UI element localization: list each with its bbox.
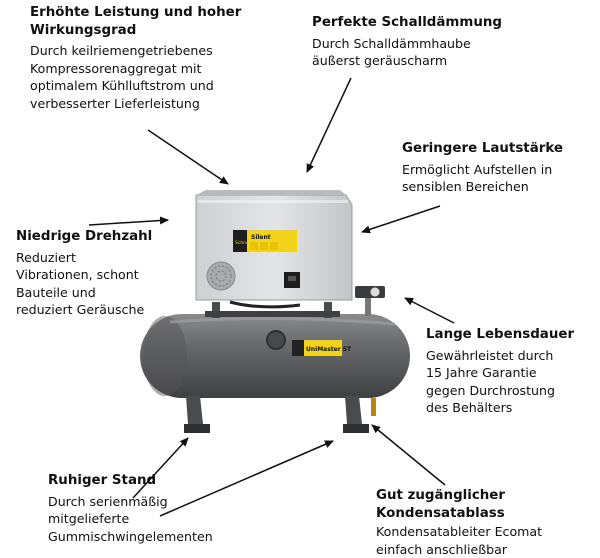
arrow-long-lifetime	[404, 297, 455, 324]
callout-title-continued: Kondensatablass	[376, 505, 505, 521]
callout-title: Gut zugänglicher	[376, 488, 505, 503]
callout-title: Geringere Lautstärke	[402, 141, 563, 156]
callout-title: Erhöhte Leistung und hoher	[30, 5, 242, 20]
sound-insulation-hood: Schneider Silent	[195, 190, 353, 301]
callout-body: Durch serienmäßig mitgelieferte Gummisch…	[48, 493, 213, 544]
arrow-lower-volume	[361, 205, 441, 234]
callout-body: Kondensatableiter Ecomat einfach anschli…	[376, 524, 543, 557]
callout-lower-volume: Geringere Lautstärke Ermöglicht Aufstell…	[402, 140, 592, 196]
arrow-condensate-drain	[371, 424, 446, 486]
callout-body: Ermöglicht Aufstellen in sensiblen Berei…	[402, 161, 553, 195]
rubber-vibration-damper	[184, 424, 210, 433]
callout-body: Gewährleistet durch 15 Jahre Garantie ge…	[426, 347, 556, 416]
svg-text:Silent: Silent	[251, 234, 271, 241]
callout-title: Lange Lebensdauer	[426, 327, 575, 342]
hood-label	[233, 230, 297, 252]
air-tank	[140, 314, 410, 398]
callout-low-speed: Niedrige Drehzahl Reduziert Vibrationen,…	[16, 228, 186, 319]
fan-grille-icon	[206, 261, 236, 291]
callout-performance: Erhöhte Leistung und hoher Wirkungsgrad …	[30, 4, 280, 112]
arrow-stand-left	[132, 437, 189, 499]
arrow-sound-insulation	[306, 77, 352, 173]
hood-supports	[205, 302, 340, 318]
callout-stable-stand: Ruhiger Stand Durch serienmäßig mitgelie…	[48, 472, 268, 545]
callout-title-continued: Wirkungsgrad	[30, 22, 137, 38]
svg-text:UniMaster ST: UniMaster ST	[306, 346, 352, 353]
callout-arrows	[88, 77, 455, 517]
arrow-low-speed	[88, 216, 169, 226]
callout-title: Niedrige Drehzahl	[16, 229, 153, 244]
callout-title: Ruhiger Stand	[48, 473, 157, 488]
callout-body: Reduziert Vibrationen, schont Bauteile u…	[16, 249, 145, 318]
callout-body: Durch Schalldämmhaube äußerst geräuschar…	[312, 35, 471, 69]
pressure-switch	[355, 286, 385, 316]
tank-label: UniMaster ST	[266, 330, 352, 356]
callout-condensate-drain: Gut zugänglicher Kondensatablass Kondens…	[376, 487, 596, 558]
callout-body: Durch keilriemengetriebenes Kompressoren…	[30, 43, 214, 111]
arrow-performance	[147, 129, 229, 185]
rubber-vibration-damper	[343, 424, 369, 433]
condensate-drain-valve	[371, 398, 376, 416]
callout-sound-insulation: Perfekte Schalldämmung Durch Schalldämmh…	[312, 14, 552, 70]
svg-text:Schneider: Schneider	[235, 240, 258, 246]
callout-long-lifetime: Lange Lebensdauer Gewährleistet durch 15…	[426, 326, 596, 417]
arrow-stand-right	[159, 440, 334, 517]
tank-body	[140, 314, 410, 398]
tank-feet	[184, 396, 376, 433]
callout-title: Perfekte Schalldämmung	[312, 15, 502, 30]
